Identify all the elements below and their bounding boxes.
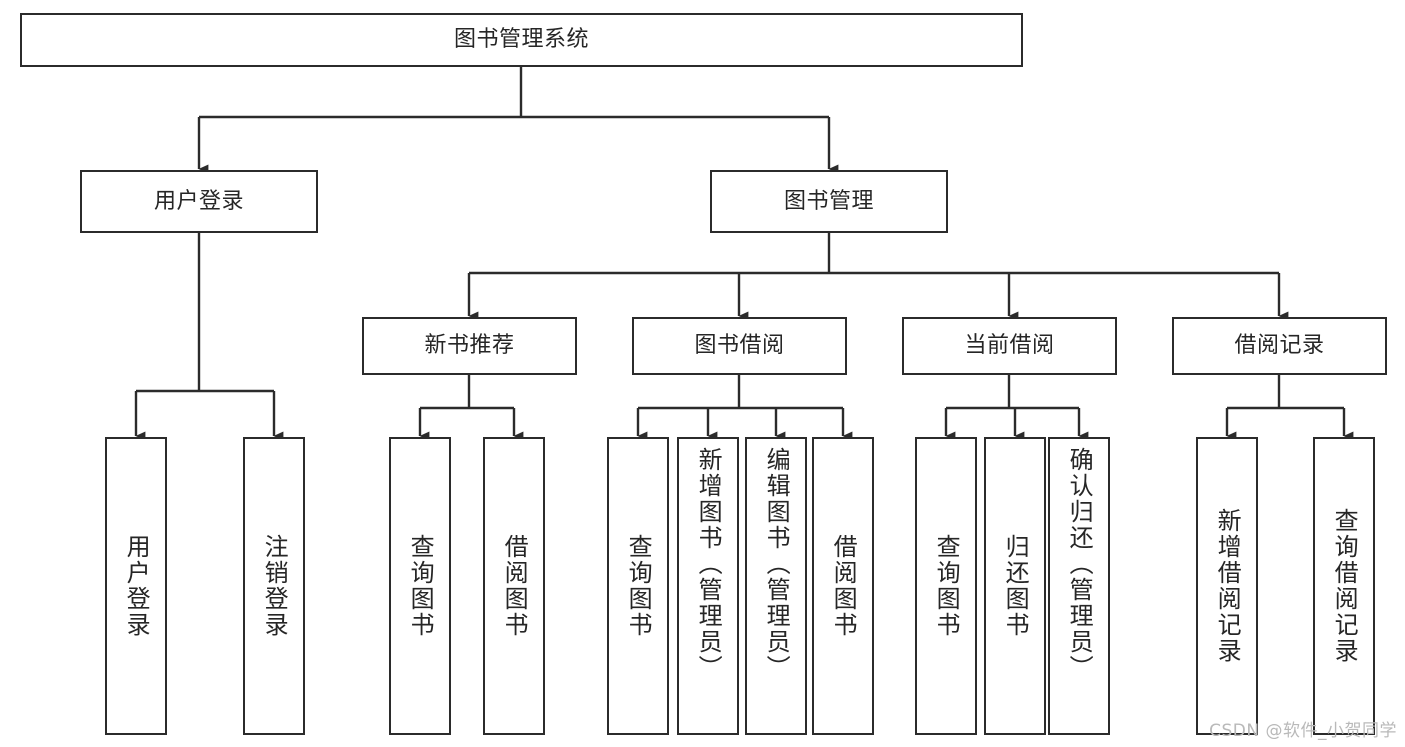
node-leaf-borrow-book-2[interactable]: 借阅图书 xyxy=(812,437,874,735)
node-leaf-query-record[interactable]: 查询借阅记录 xyxy=(1313,437,1375,735)
node-borrow-record[interactable]: 借阅记录 xyxy=(1172,317,1387,375)
node-current-borrow-label: 当前借阅 xyxy=(964,333,1055,359)
node-leaf-borrow-book-1[interactable]: 借阅图书 xyxy=(483,437,545,735)
node-leaf-add-record-label: 新增借阅记录 xyxy=(1213,508,1242,664)
node-book-manage-label: 图书管理 xyxy=(783,188,874,214)
node-leaf-confirm-return-label: 确认归还（管理员） xyxy=(1065,447,1094,681)
node-leaf-query-book-3-label: 查询图书 xyxy=(932,534,961,638)
node-leaf-edit-book[interactable]: 编辑图书（管理员） xyxy=(745,437,807,735)
node-user-login-label: 用户登录 xyxy=(153,188,244,214)
node-leaf-borrow-book-1-label: 借阅图书 xyxy=(500,534,529,638)
node-new-book-rec[interactable]: 新书推荐 xyxy=(362,317,577,375)
node-leaf-return-book-label: 归还图书 xyxy=(1001,534,1030,638)
node-book-borrow-label: 图书借阅 xyxy=(694,333,785,359)
node-user-login[interactable]: 用户登录 xyxy=(80,170,318,233)
node-current-borrow[interactable]: 当前借阅 xyxy=(902,317,1117,375)
node-leaf-user-logout[interactable]: 注销登录 xyxy=(243,437,305,735)
node-leaf-user-login[interactable]: 用户登录 xyxy=(105,437,167,735)
node-leaf-edit-book-label: 编辑图书（管理员） xyxy=(762,447,791,681)
node-leaf-confirm-return[interactable]: 确认归还（管理员） xyxy=(1048,437,1110,735)
node-leaf-add-book-label: 新增图书（管理员） xyxy=(694,447,723,681)
watermark: CSDN @软件_小贺同学 xyxy=(1209,721,1397,741)
node-leaf-user-logout-label: 注销登录 xyxy=(260,534,289,638)
node-leaf-query-book-1-label: 查询图书 xyxy=(406,534,435,638)
node-book-borrow[interactable]: 图书借阅 xyxy=(632,317,847,375)
node-leaf-add-book[interactable]: 新增图书（管理员） xyxy=(677,437,739,735)
node-borrow-record-label: 借阅记录 xyxy=(1234,333,1325,359)
node-new-book-rec-label: 新书推荐 xyxy=(424,333,515,359)
node-root[interactable]: 图书管理系统 xyxy=(20,13,1023,67)
node-leaf-query-book-2-label: 查询图书 xyxy=(624,534,653,638)
node-root-label: 图书管理系统 xyxy=(453,27,589,53)
node-leaf-query-book-1[interactable]: 查询图书 xyxy=(389,437,451,735)
node-leaf-add-record[interactable]: 新增借阅记录 xyxy=(1196,437,1258,735)
node-leaf-user-login-label: 用户登录 xyxy=(122,534,151,638)
node-book-manage[interactable]: 图书管理 xyxy=(710,170,948,233)
node-leaf-borrow-book-2-label: 借阅图书 xyxy=(829,534,858,638)
node-leaf-query-record-label: 查询借阅记录 xyxy=(1330,508,1359,664)
node-leaf-query-book-2[interactable]: 查询图书 xyxy=(607,437,669,735)
node-leaf-query-book-3[interactable]: 查询图书 xyxy=(915,437,977,735)
node-leaf-return-book[interactable]: 归还图书 xyxy=(984,437,1046,735)
